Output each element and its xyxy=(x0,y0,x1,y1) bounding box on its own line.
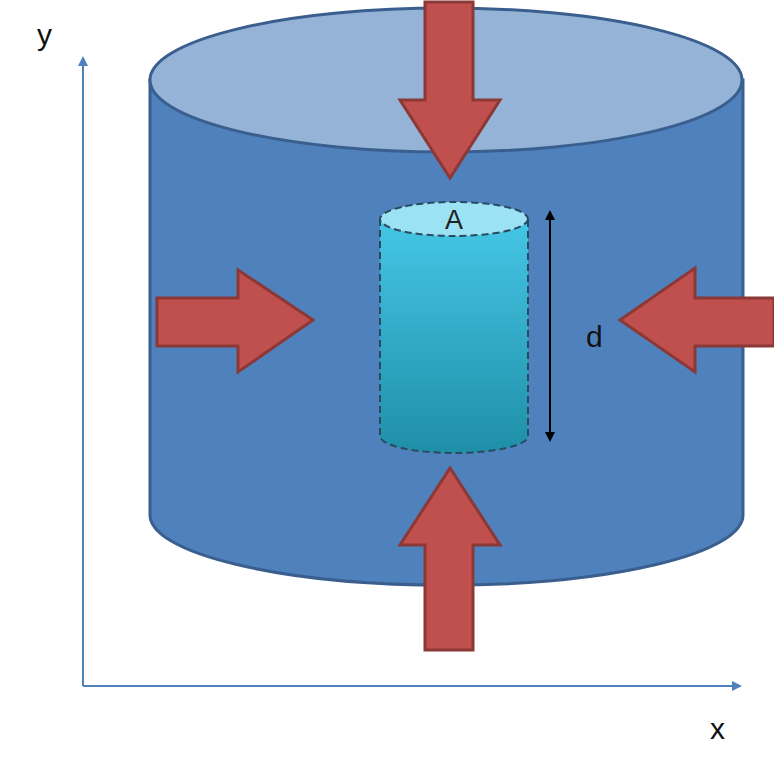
y-axis xyxy=(82,58,84,686)
axis-label: y xyxy=(37,18,52,51)
cylinder-outline xyxy=(378,201,530,455)
inner-cylinder: A xyxy=(378,201,530,455)
pressure-arrows xyxy=(157,2,774,650)
x-axis xyxy=(83,685,740,687)
dimension-label: d xyxy=(586,320,603,353)
dimension-arrow xyxy=(549,212,551,440)
axis-label: x xyxy=(710,712,725,745)
area-label: A xyxy=(378,205,530,235)
